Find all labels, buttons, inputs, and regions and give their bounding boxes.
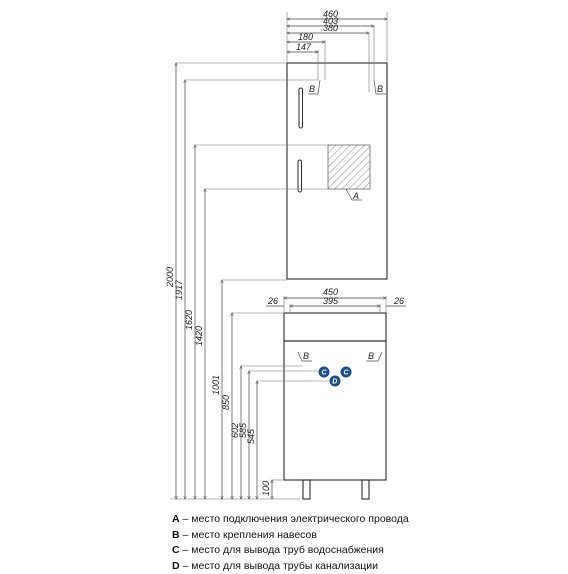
legend-letter-a: A [172, 513, 180, 525]
legend-item-b: B – место крепления навесов [172, 528, 409, 544]
electric-connection-zone [328, 145, 370, 189]
mark-b-upper-left: B [309, 84, 315, 94]
dim-147: 147 [296, 42, 312, 52]
legend-text-d: – место для вывода трубы канализации [180, 560, 378, 572]
legend-item-d: D – место для вывода трубы канализации [172, 559, 409, 574]
dim-395: 395 [323, 296, 339, 306]
dim-545: 545 [246, 428, 256, 444]
legend-letter-b: B [172, 529, 180, 541]
dim-1620: 1620 [184, 310, 194, 330]
lower-cabinet-leg-right [362, 480, 369, 499]
upper-cabinet-handle-bottom [298, 160, 302, 192]
dim-100: 100 [261, 481, 271, 496]
dim-380: 380 [323, 23, 338, 33]
lower-cabinet-top [284, 313, 386, 341]
leader-a [346, 189, 352, 200]
marker-d-label: D [332, 379, 337, 386]
dim-850: 850 [221, 395, 231, 410]
legend-item-a: A – место подключения электрического про… [172, 512, 409, 528]
mark-b-lower-left: B [303, 351, 309, 361]
dim-180: 180 [298, 32, 313, 42]
legend-text-a: – место подключения электрического прово… [180, 513, 409, 525]
mark-b-lower-right: B [368, 351, 374, 361]
dim-1917: 1917 [174, 279, 184, 300]
upper-cabinet-handle-top [299, 88, 303, 128]
legend: A – место подключения электрического про… [172, 512, 409, 574]
dim-1001: 1001 [211, 375, 221, 395]
legend-text-c: – место для вывода труб водоснабжения [180, 544, 384, 556]
mark-a-upper: A [352, 191, 359, 201]
legend-text-b: – место крепления навесов [180, 529, 317, 541]
dim-1420: 1420 [194, 326, 204, 346]
legend-letter-c: C [172, 544, 180, 556]
legend-item-c: C – место для вывода труб водоснабжения [172, 543, 409, 559]
lower-cabinet-body [284, 341, 386, 480]
legend-letter-d: D [172, 560, 180, 572]
dim-26-right: 26 [393, 296, 404, 306]
mark-b-upper-right: B [377, 84, 383, 94]
dim-26-left: 26 [267, 296, 278, 306]
lower-cabinet-leg-left [303, 480, 310, 499]
